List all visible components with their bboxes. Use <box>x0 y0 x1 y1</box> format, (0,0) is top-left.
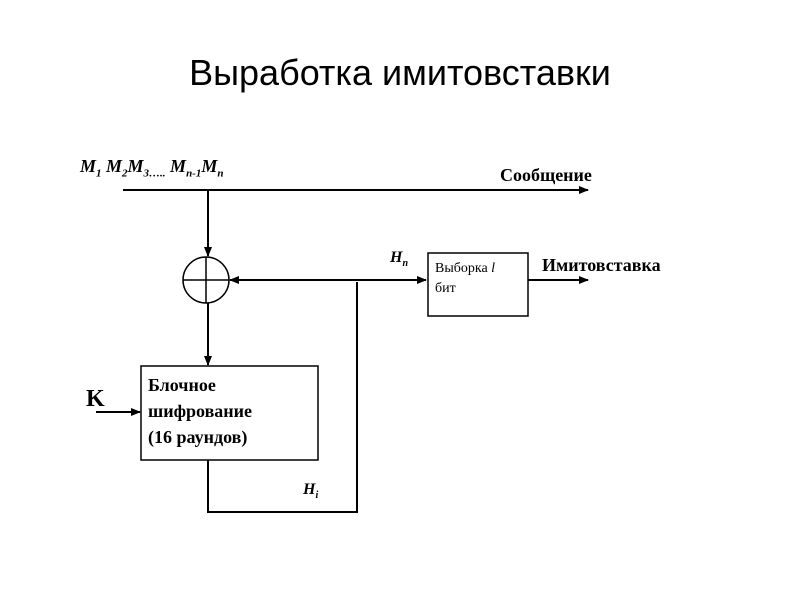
key-label: K <box>86 386 105 412</box>
hi-label: Hi <box>303 481 319 502</box>
message-label: Сообщение <box>500 165 592 185</box>
feedback-line <box>207 282 358 513</box>
page-title: Выработка имитовставки <box>189 52 611 93</box>
cipher-box-text: Блочное шифрование (16 раундов) <box>148 375 253 447</box>
mac-label: Имитовставка <box>542 255 661 275</box>
hn-label: Hn <box>390 249 409 270</box>
cipher-box-frame <box>140 365 319 461</box>
message-blocks-label: M1 M2M3….. Mn-1Mn <box>80 156 224 180</box>
selection-box-frame <box>427 252 529 317</box>
selection-box-text: Выборка l бит <box>435 261 496 296</box>
